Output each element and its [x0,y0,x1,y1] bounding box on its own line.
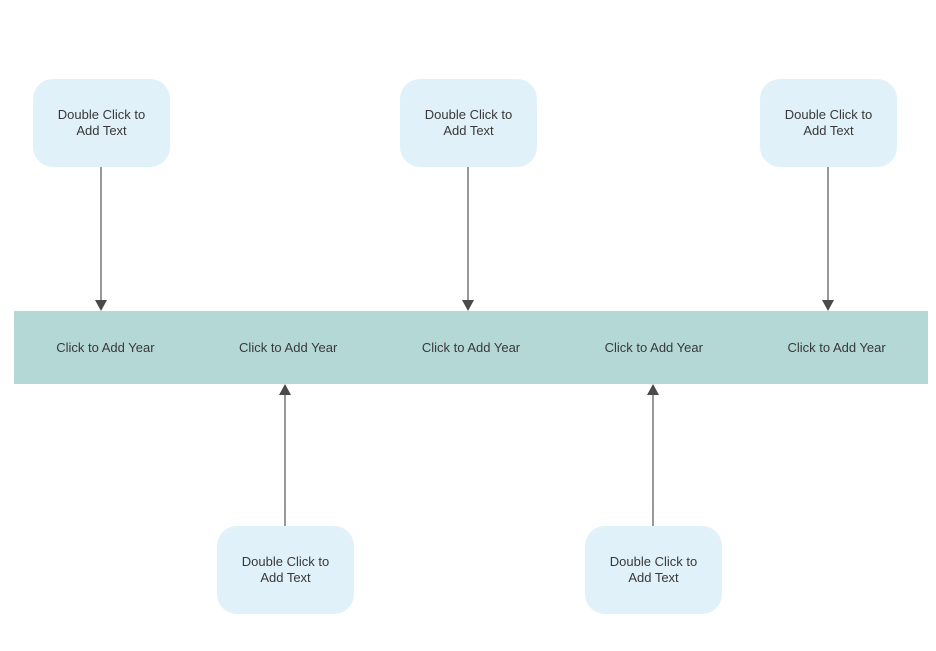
event-card-label: Double Click to Add Text [57,107,146,138]
arrowhead-down-icon [95,300,107,311]
year-cell-4[interactable]: Click to Add Year [562,311,745,384]
event-card-label: Double Click to Add Text [424,107,513,138]
arrowhead-down-icon [822,300,834,311]
event-card-top-3[interactable]: Double Click to Add Text [760,79,897,167]
year-cell-1[interactable]: Click to Add Year [14,311,197,384]
event-card-top-2[interactable]: Double Click to Add Text [400,79,537,167]
connector-top-3[interactable] [822,167,834,311]
connector-line [284,394,286,526]
connector-line [827,167,829,301]
connector-line [467,167,469,301]
connector-bottom-1[interactable] [279,384,291,526]
event-card-label: Double Click to Add Text [609,554,698,585]
arrowhead-up-icon [279,384,291,395]
connector-top-1[interactable] [95,167,107,311]
event-card-top-1[interactable]: Double Click to Add Text [33,79,170,167]
year-cell-label: Click to Add Year [787,340,886,355]
year-cell-3[interactable]: Click to Add Year [380,311,563,384]
connector-line [100,167,102,301]
timeline-bar: Click to Add Year Click to Add Year Clic… [14,311,928,384]
year-cell-2[interactable]: Click to Add Year [197,311,380,384]
event-card-label: Double Click to Add Text [784,107,873,138]
connector-top-2[interactable] [462,167,474,311]
event-card-label: Double Click to Add Text [241,554,330,585]
connector-line [652,394,654,526]
arrowhead-down-icon [462,300,474,311]
connector-bottom-2[interactable] [647,384,659,526]
year-cell-label: Click to Add Year [604,340,703,355]
arrowhead-up-icon [647,384,659,395]
event-card-bottom-2[interactable]: Double Click to Add Text [585,526,722,614]
year-cell-label: Click to Add Year [239,340,338,355]
year-cell-5[interactable]: Click to Add Year [745,311,928,384]
year-cell-label: Click to Add Year [421,340,521,355]
event-card-bottom-1[interactable]: Double Click to Add Text [217,526,354,614]
year-cell-label: Click to Add Year [56,340,155,355]
